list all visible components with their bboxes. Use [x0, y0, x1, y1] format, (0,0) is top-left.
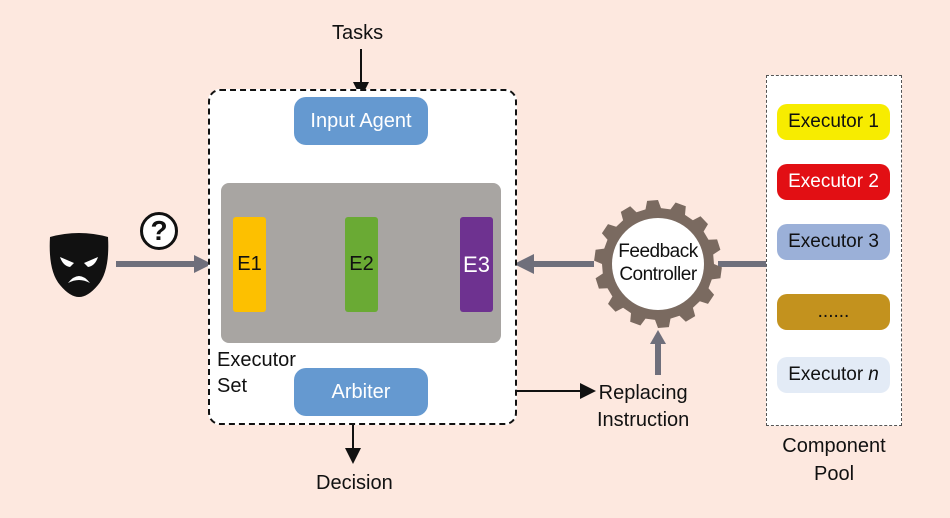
question-icon: ? — [140, 212, 178, 250]
executor-e3[interactable]: E3 — [460, 217, 493, 312]
feedback-controller-gear-icon — [594, 200, 722, 328]
arrow-attacker-head — [194, 255, 212, 273]
replacing-instruction-label: Replacing Instruction — [597, 382, 690, 431]
pool-item-label: Executor 2 — [788, 171, 879, 192]
pool-item-suffix: n — [868, 364, 879, 385]
pool-item-label: Executor 1 — [788, 111, 879, 132]
pool-item-label: Executor 3 — [788, 231, 879, 252]
pool-item-label: Executor — [788, 364, 864, 385]
pool-item-2[interactable]: Executor 2 — [777, 164, 890, 200]
input-agent-node[interactable]: Input Agent — [294, 97, 428, 145]
component-pool-label: Component Pool — [782, 435, 886, 485]
arrow-feedback-head — [514, 254, 534, 274]
pool-item-4[interactable]: ...... — [777, 294, 890, 330]
executor-set-label: Executor Set — [217, 349, 296, 397]
decision-label: Decision — [316, 472, 393, 494]
pool-item-1[interactable]: Executor 1 — [777, 104, 890, 140]
executor-e1[interactable]: E1 — [233, 217, 266, 312]
feedback-controller-label[interactable]: Feedback Controller — [618, 241, 698, 285]
question-mark: ? — [150, 215, 168, 246]
arbiter-node[interactable]: Arbiter — [294, 368, 428, 416]
pool-item-label: ...... — [817, 301, 850, 322]
arrow-replacing-head — [650, 330, 666, 344]
executor-e2[interactable]: E2 — [345, 217, 378, 312]
gear-center — [612, 218, 704, 310]
attacker-mask-icon — [49, 233, 109, 297]
tasks-label: Tasks — [332, 22, 384, 44]
pool-item-3[interactable]: Executor 3 — [777, 224, 890, 260]
